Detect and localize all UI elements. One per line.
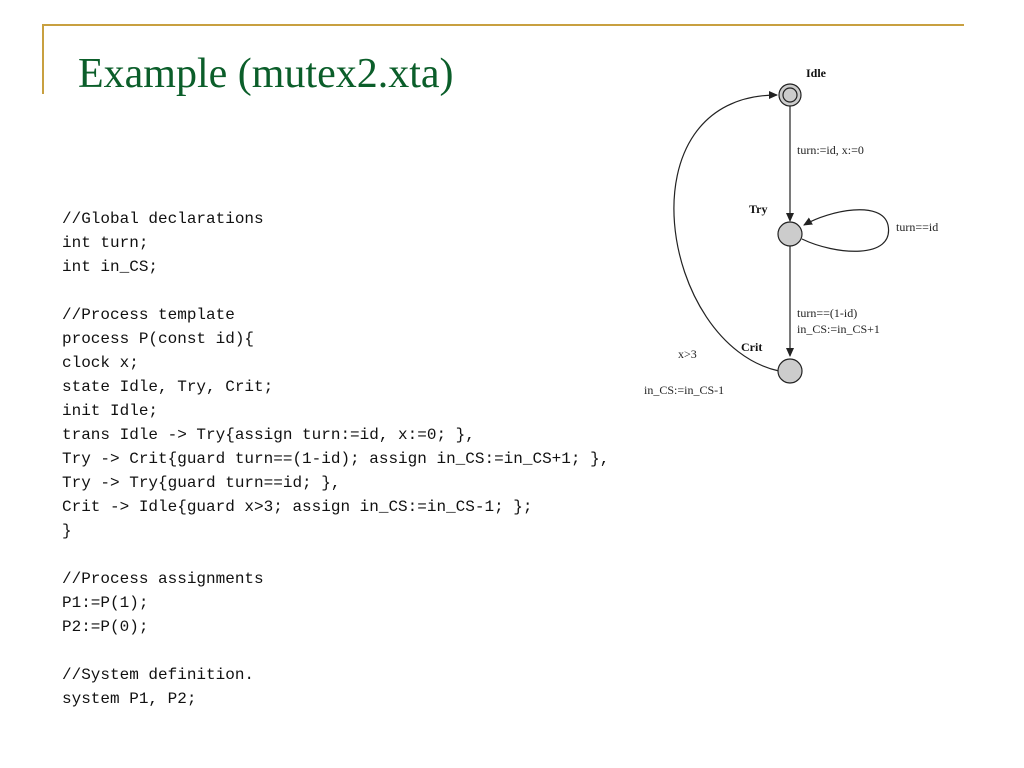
code-listing: //Global declarations int turn; int in_CS;… xyxy=(62,207,609,711)
code-line: //Process assignments xyxy=(62,570,264,588)
state-try xyxy=(777,221,803,247)
label-try-self-loop: turn==id xyxy=(896,220,938,234)
code-line: system P1, P2; xyxy=(62,690,197,708)
state-idle-inner xyxy=(782,87,798,103)
code-line: P2:=P(0); xyxy=(62,618,149,636)
code-line xyxy=(62,543,609,567)
label-crit-to-idle-guard: x>3 xyxy=(678,347,697,361)
slide-frame-left-rule xyxy=(42,24,44,94)
label-crit-to-idle-assign: in_CS:=in_CS-1 xyxy=(644,383,724,397)
code-line: } xyxy=(62,522,72,540)
automaton-diagram: Idle Try Crit turn:=id, x:=0 turn==id tu… xyxy=(644,66,938,397)
state-label-idle: Idle xyxy=(806,66,827,80)
code-line: //Global declarations xyxy=(62,210,264,228)
code-line: trans Idle -> Try{assign turn:=id, x:=0;… xyxy=(62,426,475,444)
code-line: P1:=P(1); xyxy=(62,594,149,612)
code-line: //System definition. xyxy=(62,666,255,684)
code-line: //Process template xyxy=(62,306,235,324)
code-line: init Idle; xyxy=(62,402,159,420)
code-line: int turn; xyxy=(62,234,149,252)
code-line: Try -> Crit{guard turn==(1-id); assign i… xyxy=(62,450,610,468)
state-label-try: Try xyxy=(749,202,767,216)
code-line xyxy=(62,279,609,303)
slide-title: Example (mutex2.xta) xyxy=(78,51,454,97)
label-try-to-crit-assign: in_CS:=in_CS+1 xyxy=(797,322,880,336)
code-line xyxy=(62,639,609,663)
transition-crit-to-idle xyxy=(673,91,780,372)
code-line: state Idle, Try, Crit; xyxy=(62,378,274,396)
label-try-to-crit-guard: turn==(1-id) xyxy=(797,306,857,320)
state-label-crit: Crit xyxy=(741,340,762,354)
code-line: Try -> Try{guard turn==id; }, xyxy=(62,474,341,492)
label-idle-to-try: turn:=id, x:=0 xyxy=(797,143,864,157)
code-line: process P(const id){ xyxy=(62,330,255,348)
code-line: Crit -> Idle{guard x>3; assign in_CS:=in… xyxy=(62,498,533,516)
code-line: clock x; xyxy=(62,354,139,372)
state-crit xyxy=(777,358,803,384)
slide-frame-top-rule xyxy=(42,24,964,26)
code-line: int in_CS; xyxy=(62,258,159,276)
transition-try-self-loop xyxy=(801,209,890,252)
